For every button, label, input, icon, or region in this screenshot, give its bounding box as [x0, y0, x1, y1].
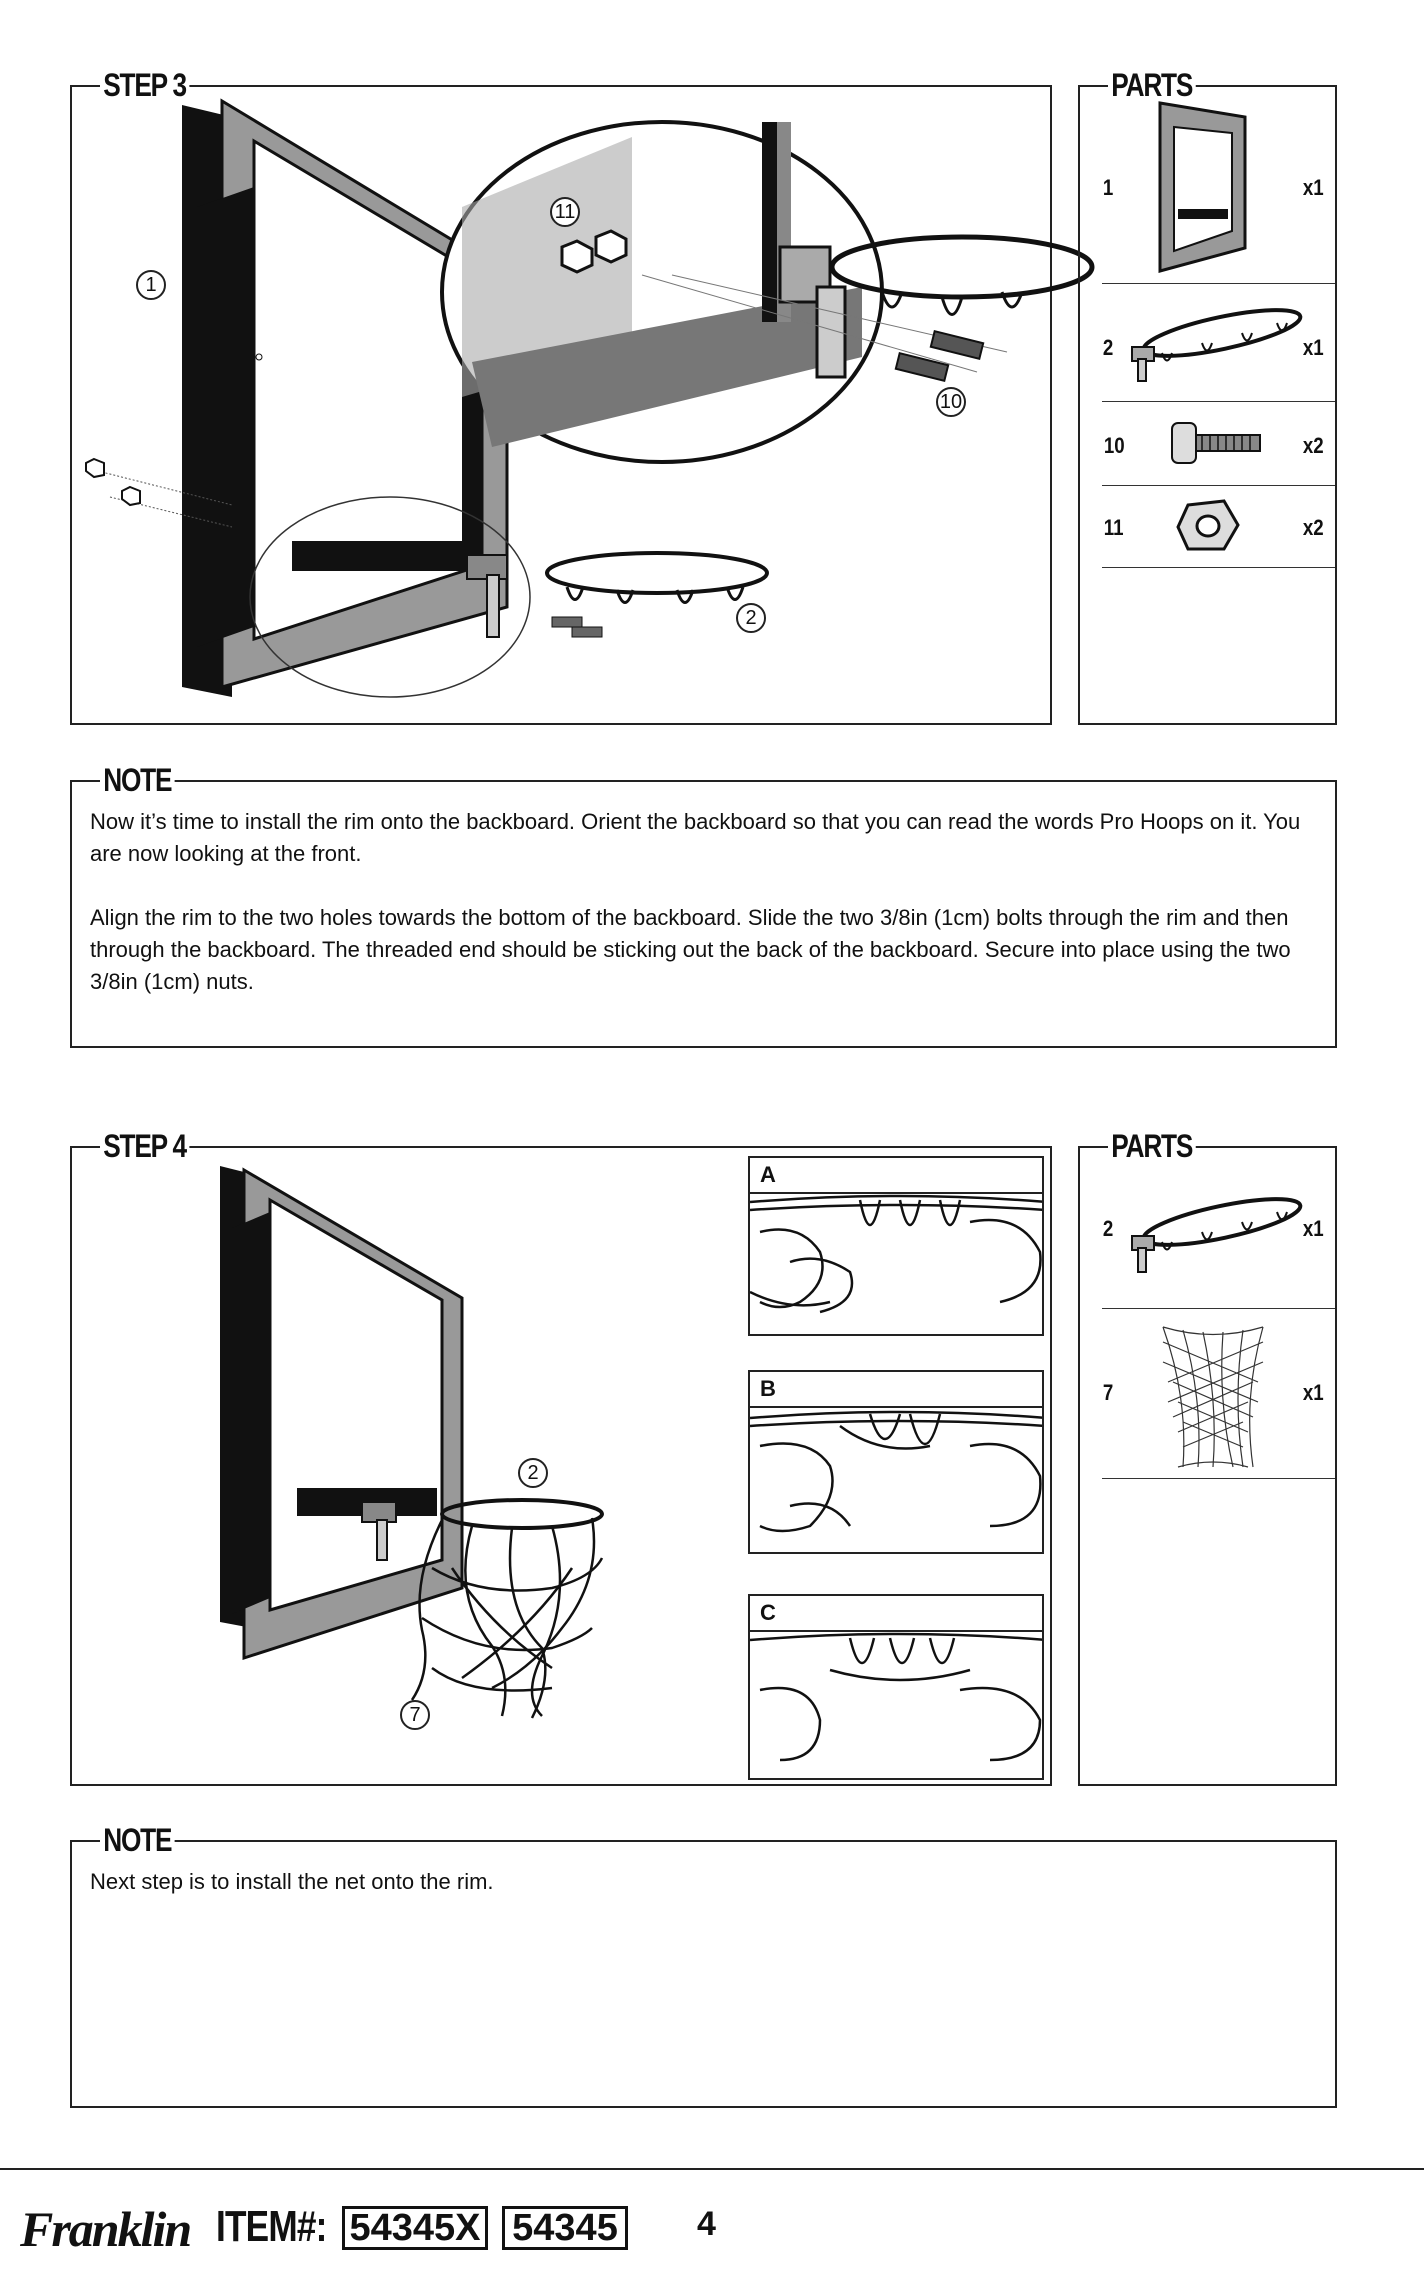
callout-7: 7	[400, 1700, 430, 1730]
part-row-2: 2 x1	[1080, 1148, 1335, 1310]
divider	[1102, 485, 1335, 486]
footer-divider	[0, 2168, 1424, 2170]
backboard-net-illustration	[72, 1148, 672, 1788]
part-num: 2	[1103, 1216, 1113, 1242]
note1-text: Now it’s time to install the rim onto th…	[90, 806, 1317, 1030]
detail-a: A	[748, 1156, 1044, 1336]
page-number: 4	[697, 2205, 716, 2244]
step3-panel: STEP 3	[70, 85, 1052, 725]
part-num: 1	[1103, 175, 1113, 201]
part-qty: x1	[1302, 1216, 1323, 1242]
item-number-2: 54345	[502, 2206, 628, 2250]
backboard-icon	[1150, 103, 1260, 273]
step4-panel: STEP 4 2 7 A	[70, 1146, 1052, 1786]
part-qty: x2	[1302, 433, 1323, 459]
backboard-rim-illustration	[72, 87, 1054, 727]
detail-a-label: A	[750, 1158, 1042, 1194]
note2-title: NOTE	[100, 1820, 175, 1860]
net-loop-hands-illustration	[750, 1406, 1044, 1554]
parts4-panel: PARTS 2 x1 7 x1	[1078, 1146, 1337, 1786]
callout-2: 2	[736, 603, 766, 633]
part-row-11: 11 x2	[1080, 487, 1335, 571]
divider	[1102, 1308, 1335, 1309]
item-number-label: ITEM#:	[216, 2202, 327, 2252]
part-qty: x1	[1302, 335, 1323, 361]
part-row-1: 1 x1	[1080, 87, 1335, 287]
note1-title: NOTE	[100, 760, 175, 800]
nut-icon	[1176, 497, 1246, 557]
rim-icon	[1122, 1172, 1302, 1282]
item-number-1: 54345X	[342, 2206, 488, 2250]
callout-11: 11	[550, 197, 580, 227]
detail-c-label: C	[750, 1596, 1042, 1632]
divider	[1102, 401, 1335, 402]
part-num: 2	[1103, 335, 1113, 361]
note1-paragraph-2: Align the rim to the two holes towards t…	[90, 902, 1317, 998]
detail-b: B	[748, 1370, 1044, 1554]
callout-10: 10	[936, 387, 966, 417]
part-qty: x2	[1302, 515, 1323, 541]
note1-panel: NOTE Now it’s time to install the rim on…	[70, 780, 1337, 1048]
divider	[1102, 1478, 1335, 1479]
parts3-panel: PARTS 1 x1 2 x1 10 x2 11	[1078, 85, 1337, 725]
note1-paragraph-1: Now it’s time to install the rim onto th…	[90, 806, 1317, 870]
bolt-icon	[1162, 413, 1272, 473]
callout-2: 2	[518, 1458, 548, 1488]
part-row-10: 10 x2	[1080, 403, 1335, 487]
part-num: 7	[1103, 1380, 1113, 1406]
note2-panel: NOTE Next step is to install the net ont…	[70, 1840, 1337, 2108]
divider	[1102, 567, 1335, 568]
detail-b-label: B	[750, 1372, 1042, 1408]
part-qty: x1	[1302, 175, 1323, 201]
net-pull-hands-illustration	[750, 1630, 1044, 1780]
detail-c: C	[748, 1594, 1044, 1780]
franklin-logo: Franklin	[20, 2200, 190, 2258]
net-icon	[1158, 1322, 1268, 1472]
rim-icon	[1122, 293, 1302, 383]
part-num: 11	[1104, 515, 1124, 541]
net-attach-hands-illustration	[750, 1192, 1044, 1336]
part-row-7: 7 x1	[1080, 1310, 1335, 1480]
callout-1: 1	[136, 270, 166, 300]
note2-paragraph-1: Next step is to install the net onto the…	[90, 1866, 1317, 1898]
divider	[1102, 283, 1335, 284]
part-row-2: 2 x1	[1080, 285, 1335, 405]
part-qty: x1	[1302, 1380, 1323, 1406]
note2-text: Next step is to install the net onto the…	[90, 1866, 1317, 1930]
part-num: 10	[1104, 433, 1125, 459]
